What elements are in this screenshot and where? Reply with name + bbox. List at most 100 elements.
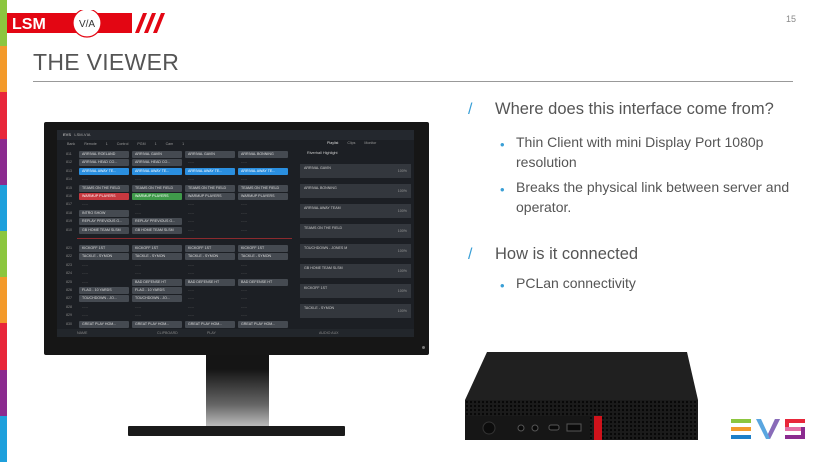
clip-cell[interactable]: ----- bbox=[188, 271, 194, 276]
clip-cell[interactable]: ----- bbox=[241, 262, 247, 267]
clip-cell[interactable]: ----- bbox=[135, 210, 141, 215]
toolbar-control[interactable]: Control PGM 1 bbox=[116, 142, 157, 146]
clip-cell[interactable]: TEAMS ON THE FIELD bbox=[238, 184, 288, 192]
clip-cell[interactable]: KICKOFF 1ST bbox=[185, 245, 235, 252]
toolbar-bank[interactable]: Bank bbox=[67, 142, 76, 146]
clip-cell[interactable]: ARRIVAL HEAD CO... bbox=[132, 159, 182, 167]
clip-cell[interactable]: ----- bbox=[241, 177, 247, 182]
clip-cell[interactable]: ARRIVAL AWAY TE... bbox=[185, 167, 235, 175]
clip-cell[interactable]: REPLAY PREVIOUS G... bbox=[132, 218, 182, 226]
footer-play[interactable]: PLAY bbox=[207, 331, 216, 335]
clip-cell[interactable]: BAD DEFENSE HT bbox=[185, 278, 235, 286]
clip-cell[interactable]: FLAG - 10 YARDS bbox=[79, 287, 129, 294]
clip-cell[interactable]: ARRIVAL BONNING bbox=[238, 151, 288, 158]
clip-cell[interactable]: BAD DEFENSE HT bbox=[132, 278, 182, 286]
clip-cell[interactable]: WARMUP PLAYERS bbox=[238, 193, 288, 200]
clip-cell[interactable]: ----- bbox=[241, 227, 247, 232]
clip-cell[interactable]: GREAT PLAY HOM... bbox=[238, 320, 288, 328]
tab-monitor[interactable]: Monitor bbox=[364, 141, 377, 145]
clip-cell[interactable]: GB HOME TEAM SLSM bbox=[132, 226, 182, 234]
clip-cell[interactable]: ARRIVAL GAVIN bbox=[132, 151, 182, 158]
clip-cell[interactable]: KICKOFF 1ST bbox=[79, 245, 129, 252]
clip-cell[interactable]: TACKLE - SYMON bbox=[79, 253, 129, 261]
clip-cell[interactable]: TOUCHDOWN - JO... bbox=[132, 295, 182, 303]
clip-cell[interactable]: ARRIVAL AWAY TE... bbox=[238, 167, 288, 175]
clip-cell[interactable]: ----- bbox=[188, 262, 194, 267]
clip-cell[interactable]: ----- bbox=[241, 219, 247, 224]
clip-cell[interactable]: ----- bbox=[135, 313, 141, 318]
clip-cell[interactable]: ARRIVAL AWAY TE... bbox=[79, 167, 129, 175]
clip-cell[interactable]: TACKLE - SYMON bbox=[185, 253, 235, 261]
clip-cell[interactable]: ----- bbox=[188, 227, 194, 232]
clip-cell[interactable]: ----- bbox=[241, 304, 247, 309]
playlist-item-name: GB HOME TEAM SLSM bbox=[304, 266, 343, 270]
clip-cell[interactable]: ----- bbox=[135, 177, 141, 182]
clip-cell[interactable]: TACKLE - SYMON bbox=[132, 253, 182, 261]
clip-cell[interactable]: ----- bbox=[82, 177, 88, 182]
clip-cell[interactable]: TEAMS ON THE FIELD bbox=[132, 184, 182, 192]
clip-cell[interactable]: ----- bbox=[135, 262, 141, 267]
clip-cell[interactable]: ----- bbox=[241, 288, 247, 292]
clip-cell[interactable]: GREAT PLAY HOM... bbox=[132, 320, 182, 328]
clip-cell[interactable]: GREAT PLAY HOM... bbox=[79, 320, 129, 328]
clip-cell[interactable]: ----- bbox=[82, 202, 88, 207]
clip-cell[interactable]: ----- bbox=[135, 202, 141, 207]
clip-cell[interactable]: ----- bbox=[188, 219, 194, 224]
clip-cell[interactable]: ----- bbox=[82, 313, 88, 318]
clip-cell[interactable]: GB HOME TEAM SLSM bbox=[79, 226, 129, 234]
clip-cell[interactable]: ----- bbox=[188, 210, 194, 215]
clip-cell[interactable]: TACKLE - SYMON bbox=[238, 253, 288, 261]
clip-cell[interactable]: ARRIVAL AWAY TE... bbox=[132, 167, 182, 175]
clip-cell[interactable]: INTRO SHOW bbox=[79, 209, 129, 217]
clip-cell[interactable]: ----- bbox=[241, 313, 247, 318]
clip-cell[interactable]: ----- bbox=[135, 271, 141, 276]
tab-playlist[interactable]: Playlist bbox=[327, 141, 339, 145]
clip-cell[interactable]: KICKOFF 1ST bbox=[238, 245, 288, 252]
clip-cell[interactable]: KICKOFF 1ST bbox=[132, 245, 182, 252]
footer-clipboard[interactable]: CLIPBOARD bbox=[157, 331, 178, 335]
clip-cell[interactable]: ARRIVAL HEAD CO... bbox=[79, 159, 129, 167]
clip-cell[interactable]: ----- bbox=[82, 271, 88, 276]
clip-cell[interactable]: ----- bbox=[188, 160, 194, 165]
clip-cell[interactable]: BAD DEFENSE HT bbox=[238, 278, 288, 286]
clip-cell[interactable]: ----- bbox=[82, 304, 88, 309]
clip-cell[interactable]: ----- bbox=[82, 279, 88, 284]
app-tab[interactable]: LSM-VIA bbox=[74, 132, 91, 137]
tab-clips[interactable]: Clips bbox=[347, 141, 356, 145]
clip-cell[interactable]: ARRIVAL ROELAND bbox=[79, 151, 129, 158]
clip-cell[interactable]: TOUCHDOWN - JO... bbox=[79, 295, 129, 303]
clip-cell[interactable]: WARMUP PLAYERS bbox=[79, 193, 129, 200]
clip-cell[interactable]: ----- bbox=[188, 313, 194, 318]
clip-cell[interactable]: ----- bbox=[188, 304, 194, 309]
clip-cell[interactable]: TEAMS ON THE FIELD bbox=[79, 184, 129, 192]
clip-cell[interactable]: TEAMS ON THE FIELD bbox=[185, 184, 235, 192]
clip-cell[interactable]: GREAT PLAY HOM... bbox=[185, 320, 235, 328]
clip-cell[interactable]: ----- bbox=[241, 296, 247, 301]
clip-cell[interactable]: ----- bbox=[241, 160, 247, 165]
clip-cell[interactable]: ----- bbox=[135, 304, 141, 309]
clip-cell[interactable]: REPLAY PREVIOUS G... bbox=[79, 218, 129, 226]
clip-cell[interactable]: ----- bbox=[241, 210, 247, 215]
playlist-item-speed: 100% bbox=[397, 229, 407, 233]
clip-cell[interactable]: ----- bbox=[188, 202, 194, 207]
clip-cell[interactable]: WARMUP PLAYERS bbox=[132, 193, 182, 200]
clip-cell[interactable]: ----- bbox=[188, 288, 194, 292]
clip-cell[interactable]: ----- bbox=[82, 262, 88, 267]
clip-cell[interactable]: ----- bbox=[241, 271, 247, 276]
clip-cell[interactable]: ARRIVAL GAVIN bbox=[185, 151, 235, 158]
clip-cell[interactable]: ----- bbox=[188, 177, 194, 182]
toolbar-remote[interactable]: Remote 1 bbox=[84, 142, 108, 146]
clip-cell[interactable]: ----- bbox=[188, 296, 194, 301]
clip-cell[interactable]: ----- bbox=[241, 202, 247, 207]
clip-cell[interactable]: FLAG - 10 YARDS bbox=[132, 287, 182, 294]
toolbar-cam[interactable]: Cam 1 bbox=[165, 142, 185, 146]
clip-cell[interactable]: WARMUP PLAYERS bbox=[185, 193, 235, 200]
